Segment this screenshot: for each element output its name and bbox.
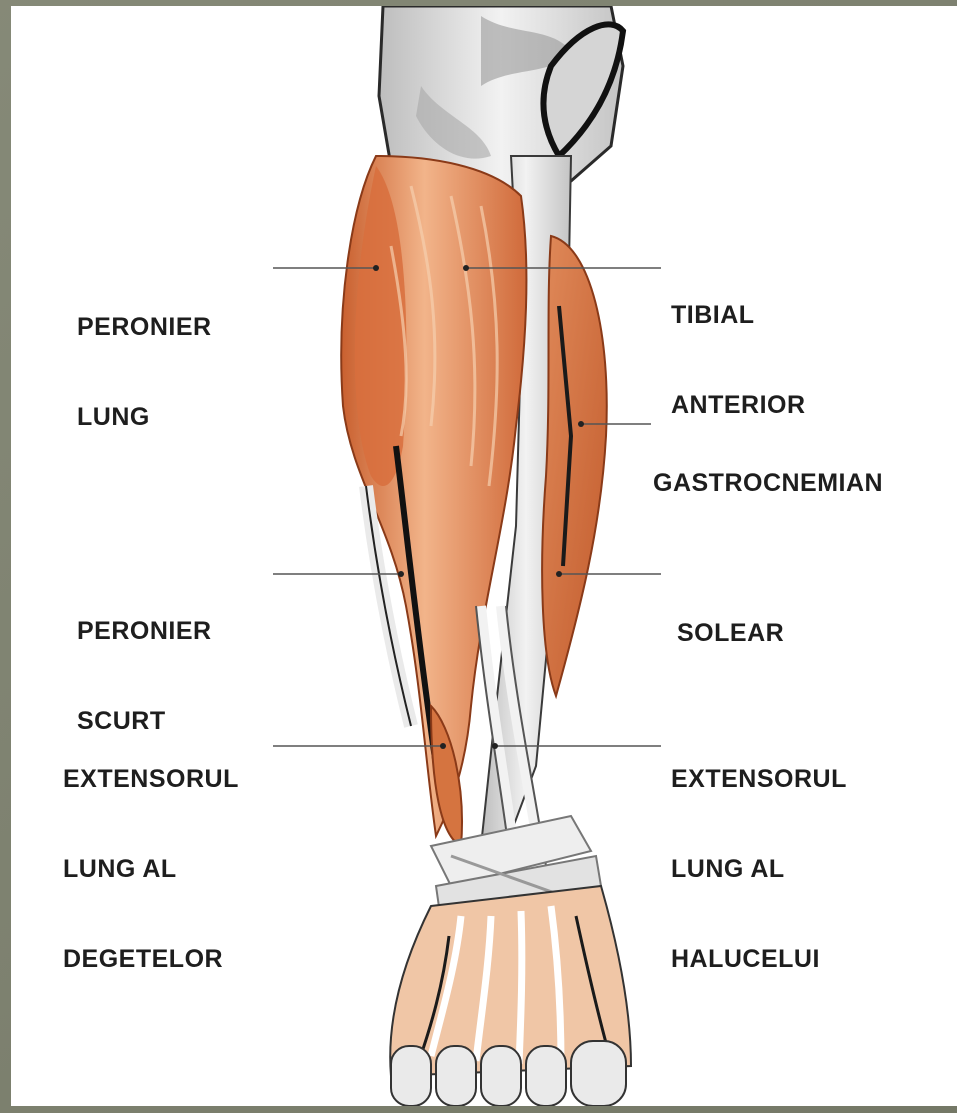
label-text: DEGETELOR [63, 944, 239, 974]
label-text: LUNG AL [671, 854, 847, 884]
label-solear: SOLEAR [677, 558, 784, 708]
gastrocnemius-muscle [542, 236, 607, 696]
label-extensorul-halucelui: EXTENSORUL LUNG AL HALUCELUI [671, 704, 847, 1034]
label-text: EXTENSORUL [671, 764, 847, 794]
label-text: PERONIER [77, 616, 212, 646]
diagram-canvas: PERONIER LUNG TIBIAL ANTERIOR GASTROCNEM… [11, 6, 957, 1106]
label-text: LUNG [77, 402, 212, 432]
label-text: LUNG AL [63, 854, 239, 884]
label-text: EXTENSORUL [63, 764, 239, 794]
label-gastrocnemian: GASTROCNEMIAN [653, 408, 883, 558]
label-text: TIBIAL [671, 300, 806, 330]
label-text: HALUCELUI [671, 944, 847, 974]
label-extensorul-degetelor: EXTENSORUL LUNG AL DEGETELOR [63, 704, 239, 1034]
toes [391, 1041, 626, 1106]
label-text: GASTROCNEMIAN [653, 468, 883, 498]
label-peronier-lung: PERONIER LUNG [77, 252, 212, 492]
label-text: PERONIER [77, 312, 212, 342]
label-text: SOLEAR [677, 618, 784, 648]
